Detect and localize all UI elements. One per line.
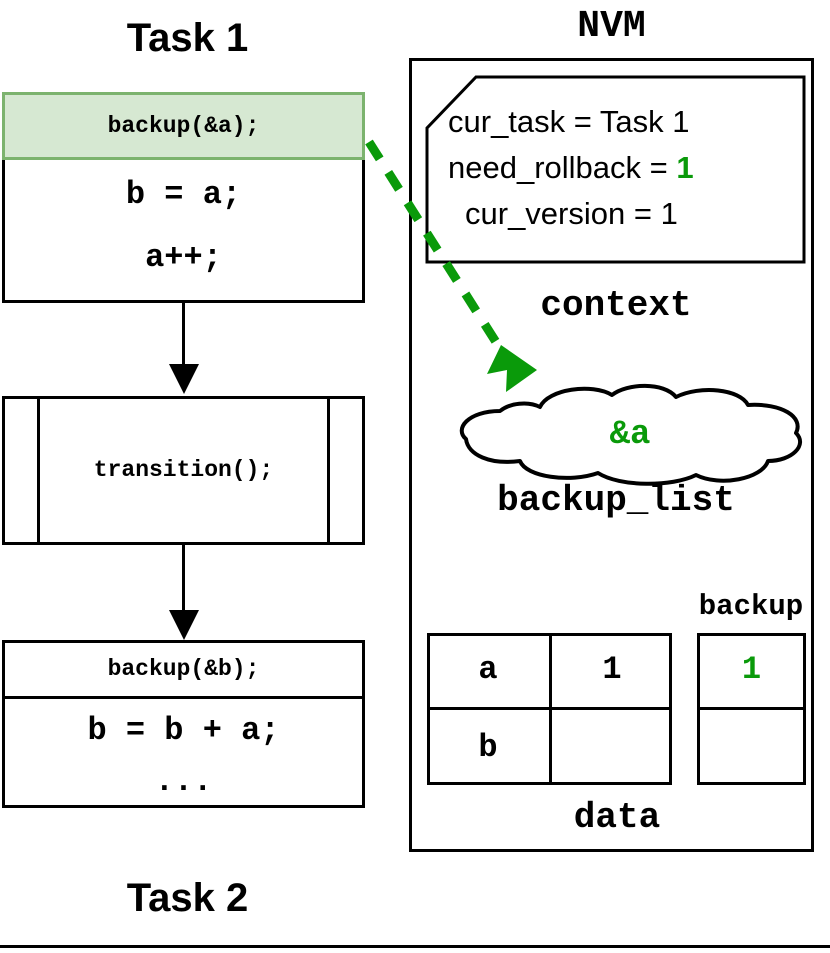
backup-cell-row-1 [697,710,806,785]
context-field-cur-version-text: cur_version = 1 [465,196,678,231]
data-row-0-value: 1 [602,651,622,688]
transition-block [2,396,365,545]
data-cell-value: 1 [552,633,672,707]
flow-arrow-transition-task2-shaft [182,545,185,618]
context-field-need-rollback-value: 1 [676,150,694,185]
context-field-cur-task: cur_task = Task 1 [448,106,793,137]
flow-arrow-task1-transition-shaft [182,303,185,373]
task2-backup-statement: backup(&b); [107,655,260,682]
context-field-need-rollback: need_rollback = 1 [448,152,793,183]
backup-cell-row-0: 1 [697,633,806,707]
task2-body-line-1: b = b + a; [2,703,365,759]
backup-column-caption: backup [698,590,804,623]
context-field-need-rollback-text: need_rollback = [448,150,677,185]
task2-backup-statement-row[interactable]: backup(&b); [2,640,365,698]
data-row-0-name: a [478,651,498,688]
task1-backup-statement: backup(&a); [107,112,260,139]
data-cell-value [552,710,672,785]
data-table-row-divider [427,707,672,710]
transition-left-inner-rule [37,398,40,543]
task1-body-line-2: a++; [2,228,365,288]
task1-body-text-2: a++; [145,239,222,276]
task1-title: Task 1 [126,16,249,60]
data-table-row: b [427,710,549,785]
task2-body-text-1: b = b + a; [87,712,280,749]
task1-body-line-1: b = a; [2,165,365,225]
task1-body-text-1: b = a; [125,176,242,213]
data-table-row: a [427,633,549,707]
task2-header-divider [2,696,365,699]
context-box-outline [425,75,806,264]
backup-row-0-value: 1 [741,651,762,688]
context-caption: context [540,285,692,326]
transition-right-inner-rule [327,398,330,543]
nvm-title: NVM [577,5,646,48]
backup-list-caption: backup_list [497,480,735,521]
context-field-cur-task-text: cur_task = Task 1 [448,104,690,139]
flow-arrow-transition-task2-head [169,610,199,640]
backup-table-row-divider [697,707,806,710]
data-caption: data [573,797,661,838]
task2-body-line-2: ... [2,757,365,807]
task2-block [2,640,365,808]
flow-arrow-task1-transition-head [169,364,199,394]
task2-title: Task 2 [126,876,249,920]
transition-label: transition(); [93,457,274,483]
backup-list-entry: &a [609,416,651,454]
backup-list-cloud [459,383,803,486]
context-field-cur-version: cur_version = 1 [465,198,810,229]
data-row-1-name: b [478,728,498,766]
transition-label-wrap: transition(); [40,396,327,545]
page-bottom-rule [0,945,830,948]
task1-backup-statement-row[interactable]: backup(&a); [2,92,365,160]
task2-body-text-2: ... [154,763,213,800]
